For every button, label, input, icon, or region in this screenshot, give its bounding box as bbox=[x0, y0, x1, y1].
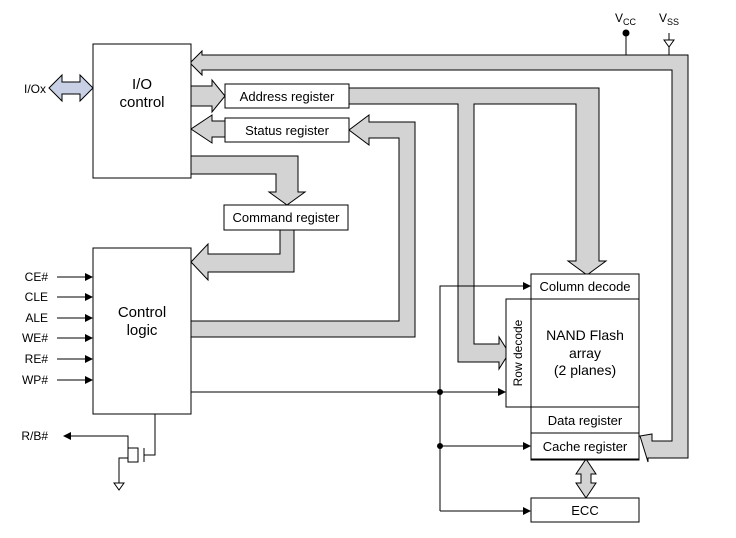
rb-line bbox=[63, 432, 129, 483]
nand-array-block bbox=[530, 298, 640, 408]
io-control-label-1: I/O bbox=[132, 76, 152, 93]
status-register-label: Status register bbox=[245, 123, 329, 138]
vss-subscript: SS bbox=[667, 17, 679, 27]
cle-label: CLE bbox=[25, 290, 48, 304]
io-signal-label: I/Ox bbox=[24, 82, 46, 96]
data-register-block bbox=[530, 406, 640, 434]
re-label: RE# bbox=[25, 352, 49, 366]
vcc-pin-dot bbox=[622, 29, 630, 37]
we-label: WE# bbox=[22, 331, 48, 345]
control-vertical-line bbox=[439, 285, 455, 392]
wp-label: WP# bbox=[22, 373, 48, 387]
ground-symbol bbox=[113, 482, 125, 491]
address-register-block bbox=[224, 83, 350, 109]
status-register-block bbox=[224, 117, 350, 143]
vss-pin-symbol bbox=[663, 39, 675, 48]
command-register-label: Command register bbox=[233, 210, 341, 225]
vss-label: VSS bbox=[659, 11, 679, 27]
bus-io-to-address bbox=[190, 78, 226, 114]
bus-status-to-io bbox=[190, 114, 226, 144]
rb-label: R/B# bbox=[21, 429, 48, 443]
vcc-subscript: CC bbox=[623, 17, 636, 27]
io-control-block bbox=[92, 43, 192, 179]
bus-control-to-status bbox=[190, 114, 416, 338]
bus-power-ring bbox=[189, 49, 689, 463]
bus-io-to-command bbox=[190, 155, 307, 206]
ecc-block bbox=[530, 497, 640, 523]
address-register-label: Address register bbox=[240, 89, 335, 104]
rb-drain-line bbox=[127, 447, 139, 463]
control-logic-block bbox=[92, 247, 192, 415]
junction-dot bbox=[437, 443, 443, 449]
bus-command-to-control bbox=[190, 229, 295, 282]
cache-register-label: Cache register bbox=[543, 439, 628, 454]
vcc-label: VCC bbox=[615, 11, 637, 27]
row-decode-label: Row decode bbox=[511, 319, 525, 386]
column-decode-label: Column decode bbox=[539, 279, 630, 294]
column-decode-block bbox=[530, 273, 640, 300]
bus-cache-ecc-wide bbox=[575, 458, 597, 499]
nand-array-label-1: NAND Flash bbox=[546, 327, 624, 343]
command-register-block bbox=[223, 204, 349, 231]
bus-address-to-decoders bbox=[348, 87, 608, 371]
ecc-label: ECC bbox=[571, 503, 598, 518]
control-logic-label-2: logic bbox=[127, 322, 158, 339]
row-decode-block bbox=[505, 298, 532, 408]
io-double-arrow[interactable] bbox=[48, 73, 94, 103]
nand-array-label-3: (2 planes) bbox=[554, 362, 616, 378]
data-register-label: Data register bbox=[548, 413, 623, 428]
ce-label: CE# bbox=[25, 270, 49, 284]
control-logic-label-1: Control bbox=[118, 304, 166, 321]
cache-register-block bbox=[530, 432, 640, 460]
io-control-label-2: control bbox=[119, 94, 164, 111]
rb-control-line bbox=[144, 414, 156, 456]
ale-label: ALE bbox=[25, 311, 48, 325]
nand-array-label-2: array bbox=[569, 345, 601, 361]
junction-dot bbox=[437, 389, 443, 395]
